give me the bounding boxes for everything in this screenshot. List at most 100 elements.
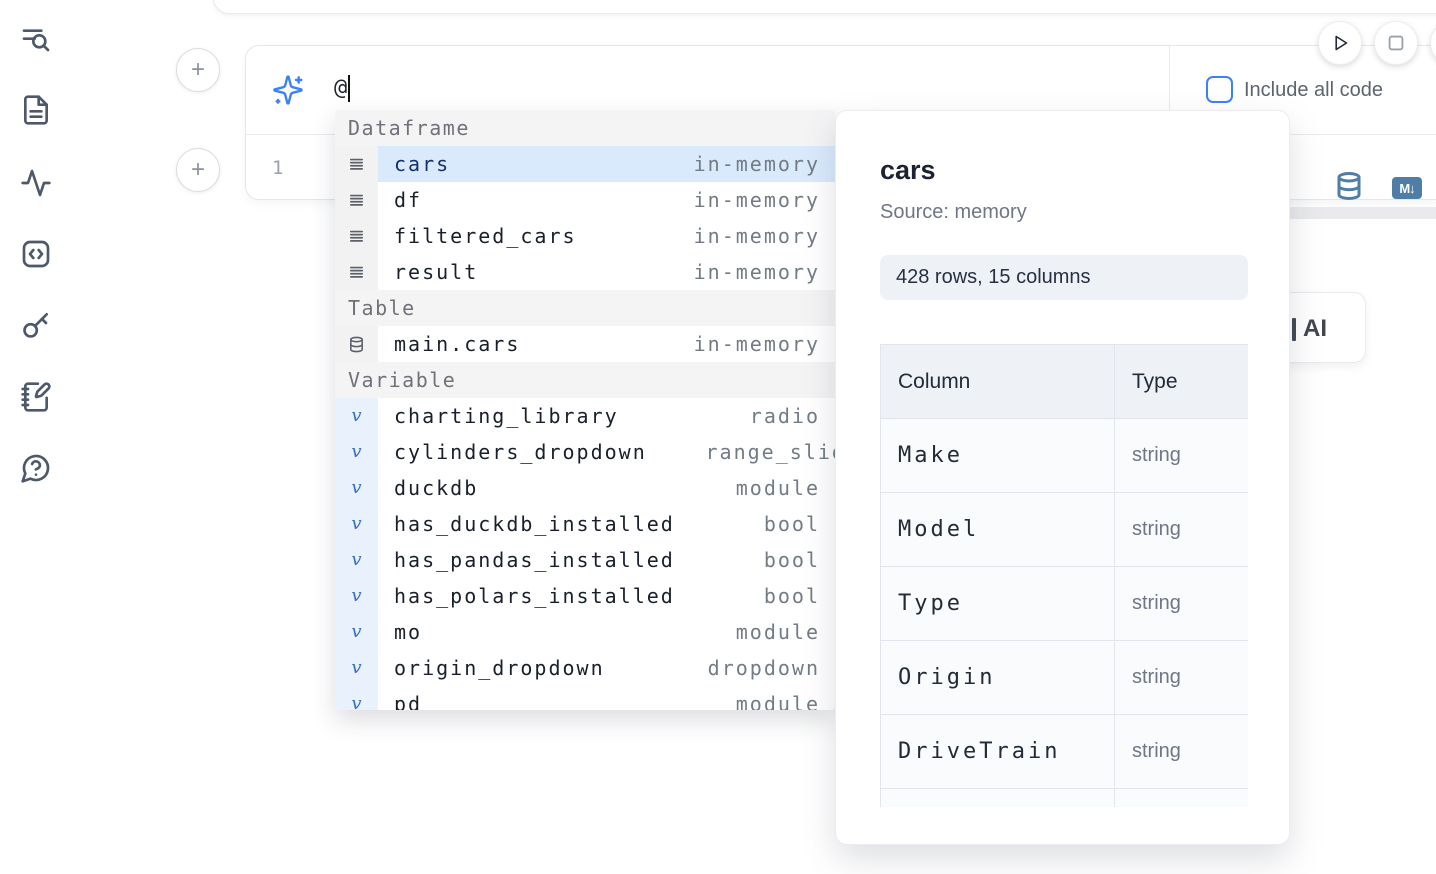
item-type: dropdown: [708, 656, 820, 680]
stop-icon: [1385, 32, 1407, 54]
shape-badge: 428 rows, 15 columns: [880, 255, 1248, 300]
left-sidebar: [0, 0, 72, 874]
schema-table-header-row: ColumnType: [881, 345, 1249, 419]
item-type: radio: [750, 404, 820, 428]
help-chat-icon[interactable]: [20, 452, 52, 484]
dataframe-rows-icon: [335, 182, 378, 218]
activity-pulse-icon[interactable]: [20, 167, 52, 199]
variable-icon: v: [335, 434, 378, 470]
schema-table-wrapper: ColumnType MakestringModelstringType stri…: [880, 344, 1248, 807]
autocomplete-item-origin_dropdown[interactable]: v origin_dropdown dropdown: [335, 650, 835, 686]
column-type: string: [1132, 666, 1181, 688]
variable-icon: v: [335, 686, 378, 710]
output-area-edge: [1280, 207, 1436, 219]
item-type: module: [736, 620, 820, 644]
column-name: DriveTrain: [898, 739, 1060, 764]
item-type: bool: [764, 512, 820, 536]
autocomplete-item-has_polars_installed[interactable]: v has_polars_installed bool: [335, 578, 835, 614]
item-type: module: [736, 692, 820, 710]
table-database-icon: [335, 326, 378, 362]
autocomplete-item-cylinders_dropdown[interactable]: v cylinders_dropdown range_slider: [335, 434, 835, 470]
item-label: cylinders_dropdown: [394, 440, 647, 464]
item-type: range_slider: [706, 440, 836, 464]
autocomplete-item-mo[interactable]: vmo module: [335, 614, 835, 650]
database-icon[interactable]: [1334, 171, 1364, 201]
autocomplete-item-cars[interactable]: carsin-memory: [335, 146, 835, 182]
variable-icon: v: [335, 578, 378, 614]
column-name: Origin: [898, 665, 995, 690]
plus-icon: +: [191, 156, 205, 184]
add-cell-button-top[interactable]: +: [176, 48, 220, 92]
variable-icon: v: [335, 398, 378, 434]
line-number: 1: [272, 157, 283, 179]
schema-row-Origin: Origin string: [881, 641, 1249, 715]
schema-row-partial: [881, 789, 1249, 808]
dataframe-rows-icon: [335, 218, 378, 254]
autocomplete-item-has_duckdb_installed[interactable]: v has_duckdb_installed bool: [335, 506, 835, 542]
key-icon[interactable]: [20, 309, 52, 341]
schema-row-Model: Modelstring: [881, 493, 1249, 567]
autocomplete-item-df[interactable]: df in-memory: [335, 182, 835, 218]
schema-row-DriveTrain: DriveTrain string: [881, 715, 1249, 789]
ai-sparkles-icon: [272, 74, 304, 106]
include-all-code-checkbox[interactable]: [1206, 76, 1233, 103]
preview-title: cars: [880, 155, 1245, 186]
item-label: result: [394, 260, 478, 284]
column-type: string: [1132, 518, 1181, 540]
variable-icon: v: [335, 542, 378, 578]
include-all-code-label: Include all code: [1244, 79, 1383, 102]
item-type: in-memory: [694, 224, 820, 248]
column-type: string: [1132, 740, 1181, 762]
run-cell-button[interactable]: [1318, 21, 1362, 65]
autocomplete-item-has_pandas_installed[interactable]: vhas_pandas_installedbool: [335, 542, 835, 578]
ai-button-label: AI: [1303, 315, 1327, 343]
dataframe-preview-popup: cars Source: memory 428 rows, 15 columns…: [835, 110, 1290, 845]
item-label: has_duckdb_installed: [394, 512, 675, 536]
item-label: has_polars_installed: [394, 584, 675, 608]
autocomplete-section-variable: Variable: [335, 362, 835, 398]
autocomplete-item-result[interactable]: result in-memory: [335, 254, 835, 290]
autocomplete-section-table: Table: [335, 290, 835, 326]
item-label: duckdb: [394, 476, 478, 500]
file-document-icon[interactable]: [20, 94, 52, 126]
list-search-icon[interactable]: [20, 24, 52, 56]
clipped-letter: [1292, 318, 1296, 341]
item-label: charting_library: [394, 404, 619, 428]
plus-icon: +: [191, 56, 205, 84]
schema-table: ColumnType MakestringModelstringType stri…: [880, 344, 1248, 807]
item-type: in-memory: [694, 188, 820, 212]
schema-row-Make: Makestring: [881, 419, 1249, 493]
item-label: mo: [394, 620, 422, 644]
autocomplete-item-pd[interactable]: vpdmodule: [335, 686, 835, 710]
variable-icon: v: [335, 614, 378, 650]
notebook-pen-icon[interactable]: [20, 381, 52, 413]
item-label: df: [394, 188, 422, 212]
stop-cell-button[interactable]: [1374, 21, 1418, 65]
column-type: string: [1132, 592, 1181, 614]
schema-row-Type: Type string: [881, 567, 1249, 641]
column-type: string: [1132, 444, 1181, 466]
autocomplete-item-duckdb[interactable]: vduckdbmodule: [335, 470, 835, 506]
autocomplete-item-filtered_cars[interactable]: filtered_carsin-memory: [335, 218, 835, 254]
item-type: in-memory: [694, 260, 820, 284]
item-label: cars: [394, 152, 450, 176]
variable-icon: v: [335, 650, 378, 686]
item-label: main.cars: [394, 332, 520, 356]
ai-prompt-input[interactable]: @: [334, 75, 350, 102]
item-label: origin_dropdown: [394, 656, 605, 680]
previous-cell-edge: [213, 0, 1436, 14]
autocomplete-item-charting_library[interactable]: v charting_library radio: [335, 398, 835, 434]
item-type: module: [736, 476, 820, 500]
variable-icon: v: [335, 506, 378, 542]
code-block-icon[interactable]: [20, 238, 52, 270]
column-name: Type: [898, 591, 963, 616]
add-cell-button-bottom[interactable]: +: [176, 148, 220, 192]
autocomplete-item-main.cars[interactable]: main.carsin-memory: [335, 326, 835, 362]
item-type: bool: [764, 548, 820, 572]
text-cursor: [348, 75, 350, 102]
schema-header-column: Column: [881, 345, 1115, 419]
item-type: bool: [764, 584, 820, 608]
markdown-convert-icon[interactable]: M↓: [1392, 177, 1422, 199]
dataframe-rows-icon: [335, 254, 378, 290]
